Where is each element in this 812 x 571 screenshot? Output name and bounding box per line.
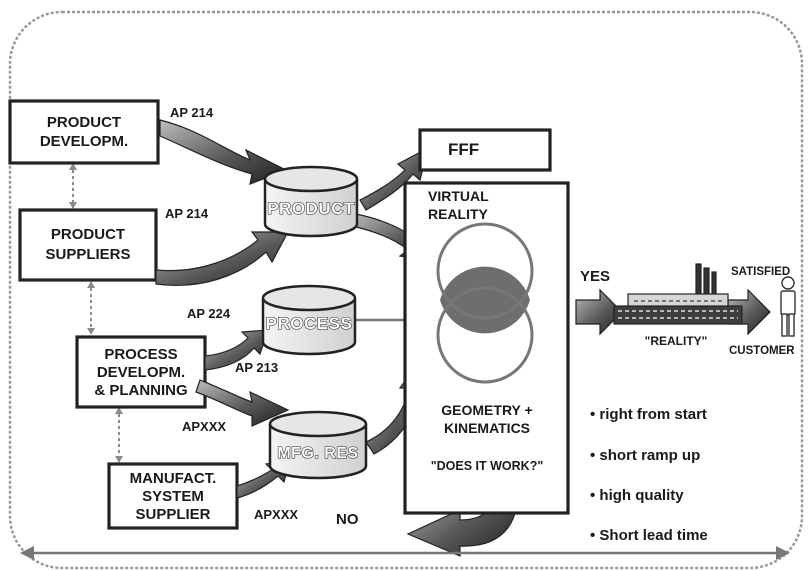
- process-database-label: PROCESS: [266, 314, 353, 333]
- ap224-label: AP 224: [187, 306, 231, 321]
- no-label: NO: [336, 511, 359, 528]
- ap213-label: AP 213: [235, 360, 278, 375]
- satisfied-label: SATISFIED: [731, 266, 790, 278]
- process-development-label-2: DEVELOPM.: [97, 364, 185, 381]
- manufact-label-2: SYSTEM: [142, 488, 204, 505]
- mfg-res-database-label: MFG. RES: [277, 445, 358, 462]
- fff-label: FFF: [448, 140, 479, 159]
- benefits-list: • right from start • short ramp up • hig…: [590, 406, 708, 544]
- virtual-reality-label-2: REALITY: [428, 206, 489, 222]
- reality-label: "REALITY": [645, 334, 708, 348]
- product-development-label-2: DEVELOPM.: [40, 133, 128, 150]
- customer-label: CUSTOMER: [729, 345, 795, 357]
- benefit-item: • Short lead time: [590, 527, 708, 544]
- product-suppliers-label-1: PRODUCT: [51, 226, 125, 243]
- manufact-label-1: MANUFACT.: [130, 470, 217, 487]
- customer-person-icon: [781, 277, 795, 336]
- benefit-item: • short ramp up: [590, 447, 700, 464]
- yes-label: YES: [580, 268, 610, 285]
- geometry-label-2: KINEMATICS: [444, 420, 530, 436]
- benefit-item: • right from start: [590, 406, 707, 423]
- apxxx-label-a: APXXX: [182, 419, 226, 434]
- virtual-reality-label-1: VIRTUAL: [428, 188, 489, 204]
- ap214-label-b: AP 214: [165, 206, 209, 221]
- product-development-label-1: PRODUCT: [47, 114, 121, 131]
- manufact-label-3: SUPPLIER: [135, 506, 210, 523]
- product-development-box: [10, 101, 158, 163]
- process-development-label-1: PROCESS: [104, 346, 177, 363]
- fff-box: [420, 130, 550, 170]
- lead-time-arrow: [20, 546, 790, 560]
- process-development-label-3: & PLANNING: [94, 382, 187, 399]
- product-database-label: PRODUCT: [267, 199, 355, 218]
- benefit-item: • high quality: [590, 487, 684, 504]
- ap214-label-a: AP 214: [170, 105, 214, 120]
- arrow-suppliers-to-product: [156, 232, 288, 285]
- geometry-label-1: GEOMETRY +: [441, 402, 532, 418]
- does-it-work-label: "DOES IT WORK?": [431, 459, 544, 473]
- product-suppliers-label-2: SUPPLIERS: [45, 246, 130, 263]
- factory-icon: [614, 264, 742, 324]
- product-suppliers-box: [20, 210, 156, 280]
- apxxx-label-b: APXXX: [254, 507, 298, 522]
- connector-arrowheads: [69, 163, 123, 463]
